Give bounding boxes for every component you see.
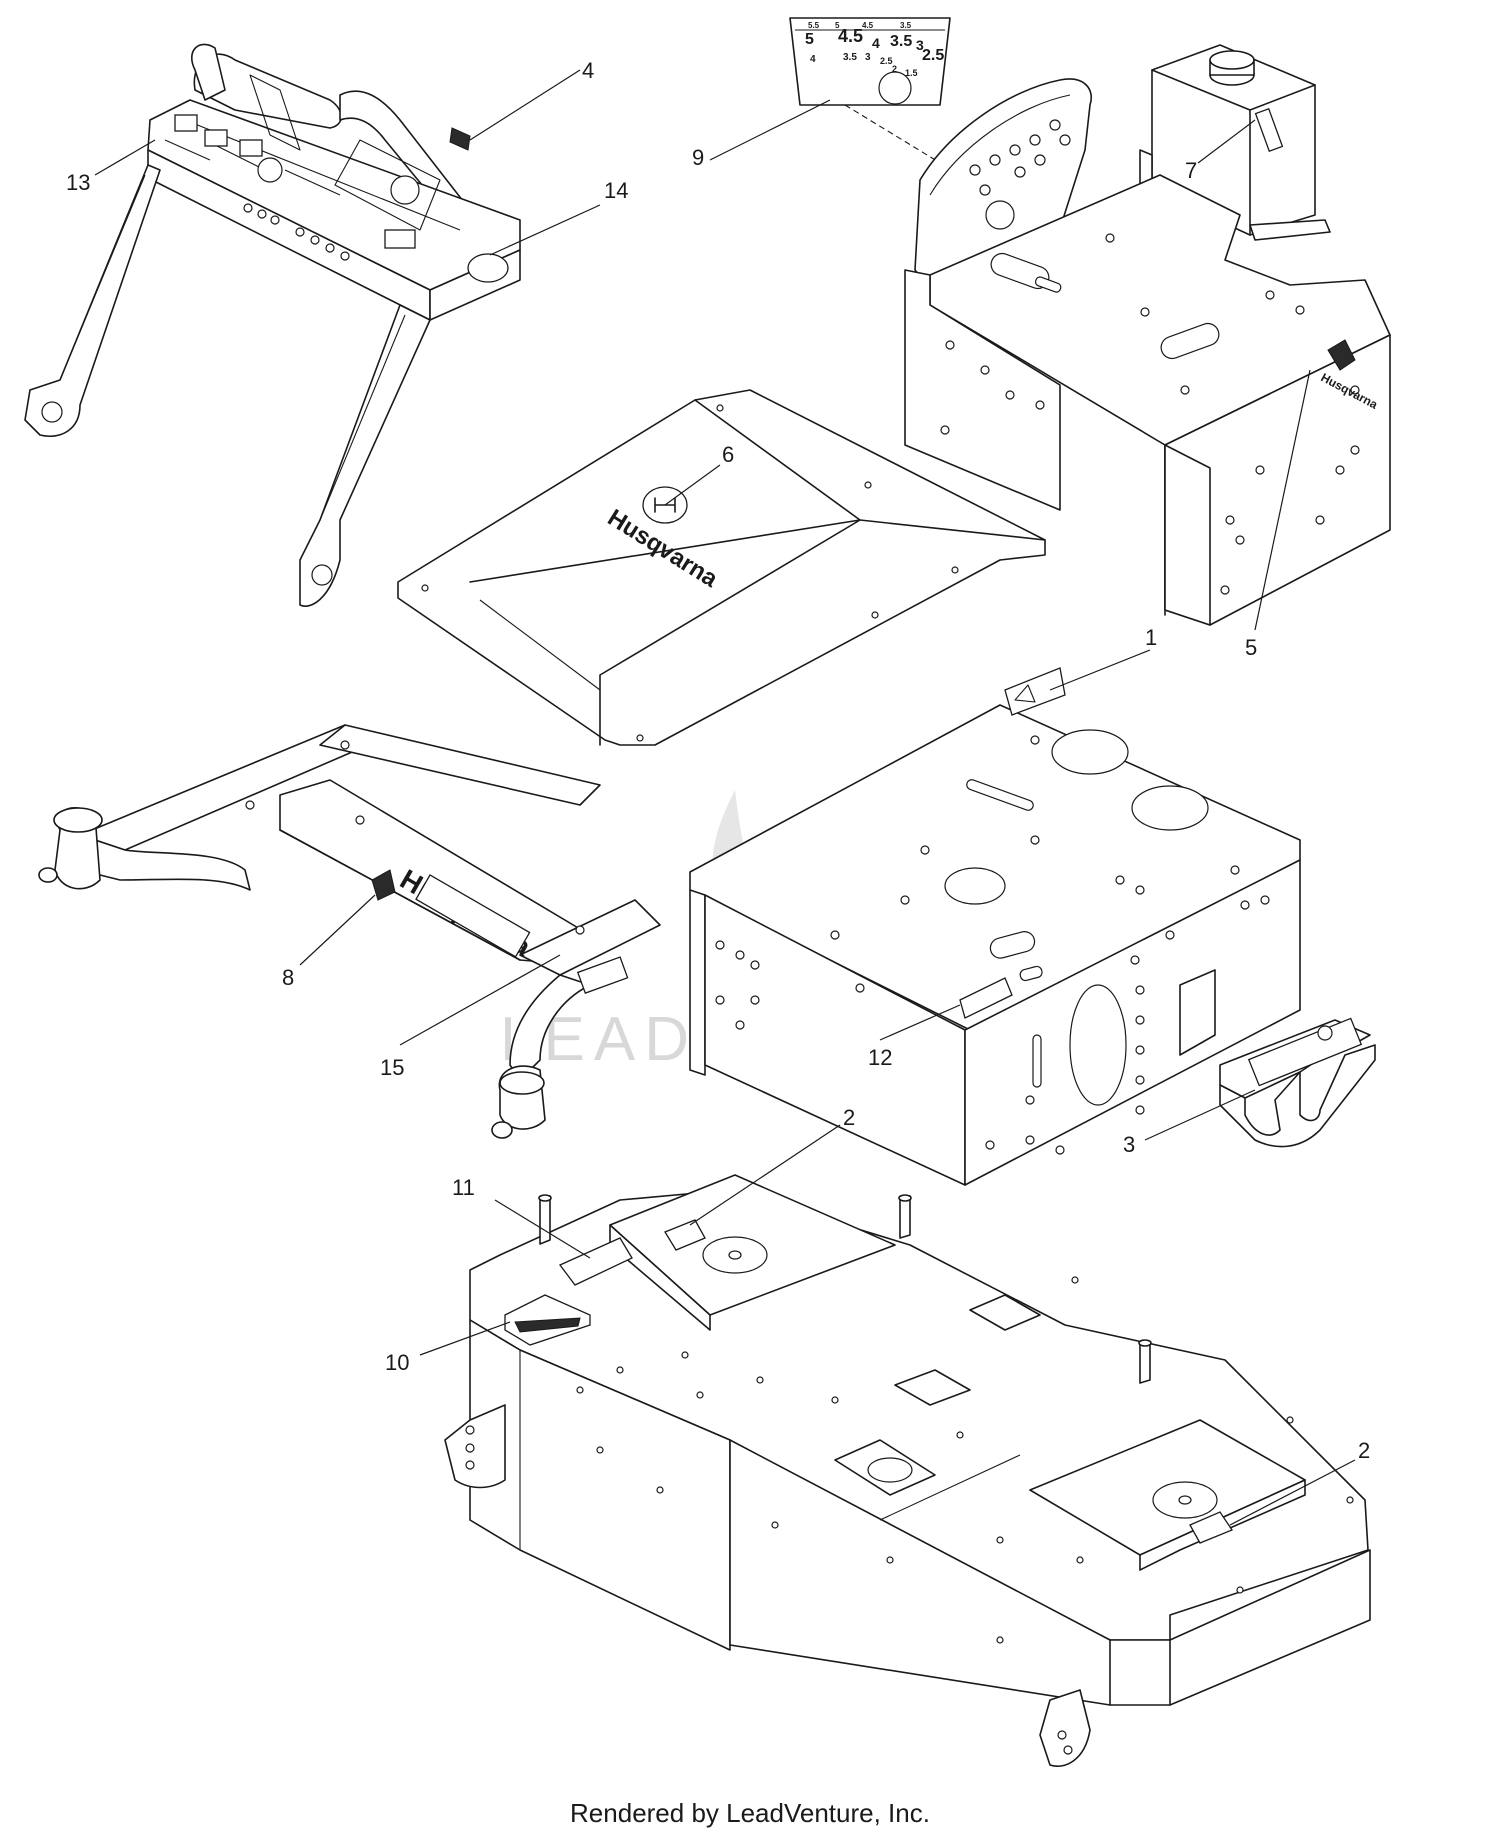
footer-credit: Rendered by LeadVenture, Inc.: [570, 1798, 930, 1828]
callout-13: 13: [66, 170, 90, 195]
gauge-label-15: 4.5: [862, 21, 874, 30]
rear-frame-assembly: Husqvarna: [904, 44, 1391, 626]
callouts: 1 2 2 3 4 5 6 7 8 9 10 11 12 13 14 15: [66, 58, 1370, 1463]
gauge-label-8: 3.5: [843, 52, 857, 63]
callout-8: 8: [282, 965, 294, 990]
gauge-label-10: 2.5: [880, 56, 893, 66]
gauge-label-2: 4.5: [838, 26, 863, 46]
gauge-label-14: 5: [835, 21, 840, 30]
gauge-label-9: 3: [865, 52, 871, 63]
callout-9: 9: [692, 145, 704, 170]
height-gauge-decal: 5 4.5 4 3.5 3 2.5 4 3.5 3 2.5 2 1.5 5.5 …: [789, 17, 961, 176]
callout-5: 5: [1245, 635, 1257, 660]
callout-15: 15: [380, 1055, 404, 1080]
gauge-label-13: 5.5: [808, 21, 820, 30]
gauge-label-12: 1.5: [905, 68, 918, 78]
callout-3: 3: [1123, 1132, 1135, 1157]
callout-4: 4: [582, 58, 594, 83]
callout-11: 11: [452, 1175, 475, 1200]
bracket-with-decal: [1219, 1017, 1376, 1148]
callout-1: 1: [1145, 625, 1157, 650]
gauge-label-1: 5: [805, 31, 814, 48]
callout-7: 7: [1185, 158, 1197, 183]
mower-deck: [444, 1174, 1371, 1767]
gauge-label-16: 3.5: [900, 21, 912, 30]
gauge-label-7: 4: [810, 54, 816, 65]
gauge-label-5: 3: [916, 37, 924, 53]
callout-2-front: 2: [843, 1105, 855, 1130]
gauge-label-3: 4: [872, 35, 880, 51]
callout-12: 12: [868, 1045, 892, 1070]
front-cross-member: Husqvarna: [38, 724, 661, 1139]
callout-14: 14: [604, 178, 628, 203]
leader-lines: [94, 69, 1356, 1526]
chassis-top: [689, 667, 1301, 1186]
control-tower-assembly: [24, 43, 521, 607]
callout-10: 10: [385, 1350, 409, 1375]
floor-pan: Husqvarna: [397, 389, 1046, 746]
gauge-label-4: 3.5: [890, 33, 912, 50]
callout-6: 6: [722, 442, 734, 467]
gauge-label-6: 2.5: [922, 47, 944, 64]
callout-2-right: 2: [1358, 1438, 1370, 1463]
gauge-label-11: 2: [892, 64, 897, 74]
